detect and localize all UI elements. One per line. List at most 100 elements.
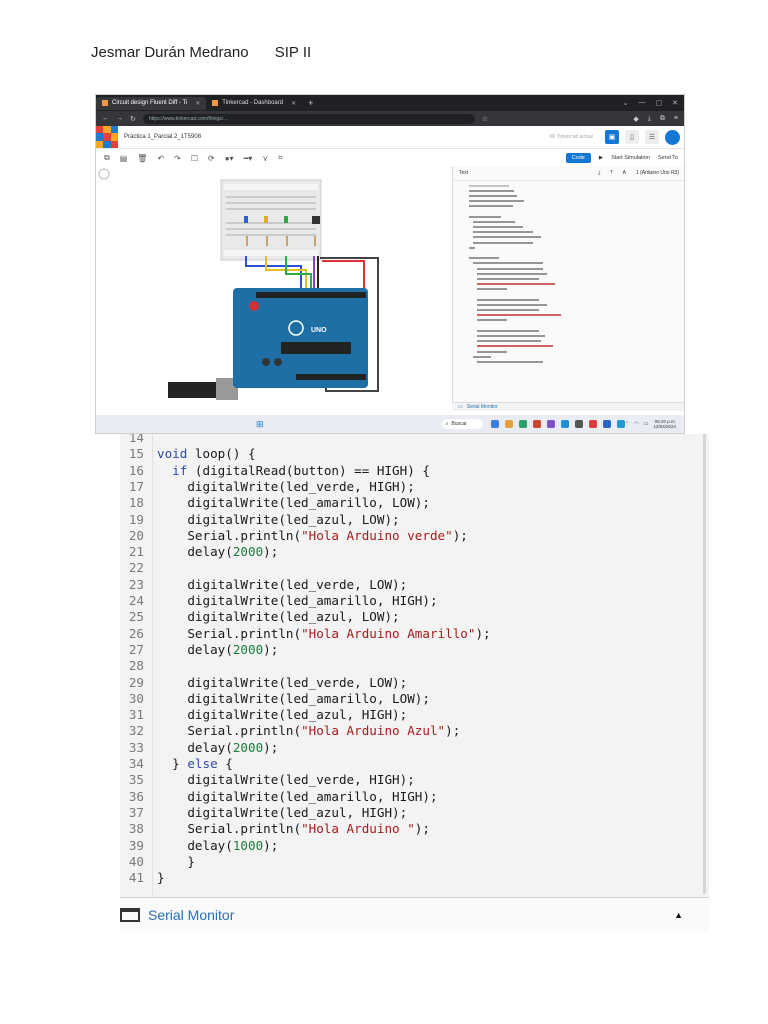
close-window-icon[interactable]: ✕ [672,100,678,107]
code-line: 26 Serial.println("Hola Arduino Amarillo… [120,626,706,642]
code-line: 31 digitalWrite(led_azul, HIGH); [120,707,706,723]
browser-tab-dashboard[interactable]: Tinkercad - Dashboard ✕ [206,97,302,110]
string-literal: "Hola Arduino verde" [301,527,453,543]
led-amarillo[interactable] [264,216,268,223]
pushbutton[interactable] [312,216,320,224]
code-line: 39 delay(1000); [120,838,706,854]
circuit-view-icon[interactable]: ▣ [605,130,619,144]
notes-icon[interactable]: ☐ [190,153,199,163]
wifi-icon[interactable]: ◠ [634,421,639,427]
windows-start-icon[interactable]: ⊞ [256,418,264,429]
serial-monitor-tab-small[interactable]: ▭ Serial Monitor [452,402,684,411]
editor-mode-select[interactable]: Text [459,170,469,176]
close-tab-icon[interactable]: ✕ [291,100,297,107]
redo-icon[interactable]: ↷ [174,153,181,163]
wire-type-icon[interactable]: ━▾ [243,153,253,163]
download-icon[interactable]: ⤓ [647,114,651,122]
circuit-workspace[interactable]: UNO [96,166,451,402]
schematic-view-icon[interactable]: ▯ [625,130,639,144]
download-code-icon[interactable]: ⤓ [598,170,601,176]
led-verde[interactable] [284,216,288,223]
code-button[interactable]: Code [565,153,591,163]
code-token: ); [475,625,491,641]
bookmark-star-icon[interactable]: ☆ [481,115,489,123]
paste-icon[interactable]: ▤ [119,153,128,163]
app-icon[interactable] [491,420,500,428]
upload-code-icon[interactable]: ⤒ [610,170,613,176]
undo-icon[interactable]: ↶ [157,153,165,163]
url-field[interactable]: https://www.tinkercad.com/things/... [142,113,475,124]
breadboard[interactable] [220,179,322,261]
code-token: } [157,870,165,886]
code-line: 32 Serial.println("Hola Arduino Azul"); [120,723,706,739]
code-line: 37 digitalWrite(led_azul, HIGH); [120,805,706,821]
rotate-icon[interactable]: ⟳ [208,153,215,163]
app-icon[interactable] [589,420,598,428]
close-tab-icon[interactable]: ✕ [195,100,201,107]
chevron-up-icon[interactable]: ⌃ [625,421,630,427]
code-text: Serial.println("Hola Arduino "); [157,821,430,837]
code-text: Serial.println("Hola Arduino verde"); [157,528,468,544]
menu-icon[interactable]: ≡ [673,114,678,122]
browser-tab-circuit[interactable]: Circuit design Fluent Diff - Ti ✕ [96,96,207,110]
app-icon[interactable] [603,420,612,428]
send-to-button[interactable]: Send To [657,155,678,161]
delete-icon[interactable]: 🗑 [137,153,148,163]
code-text: delay(2000); [157,544,278,560]
tinkercad-logo[interactable] [96,126,118,148]
app-icon[interactable] [519,420,528,428]
minimize-icon[interactable]: — [638,99,646,106]
led-azul[interactable] [244,216,248,223]
taskbar-search[interactable]: ⌕ Buscar [441,419,484,429]
reload-icon[interactable]: ↻ [130,115,136,123]
maximize-icon[interactable]: ▢ [655,100,663,107]
line-number: 26 [128,625,144,641]
app-icon[interactable] [547,420,556,428]
extensions-icon[interactable]: ⧉ [659,114,665,122]
new-tab-button[interactable]: + [308,98,314,108]
serial-monitor-icon [120,908,140,922]
code-editor-panel: Text ⤓ ⤒ A 1 (Arduino Uno R3) [452,166,684,402]
taskbar-clock[interactable]: 05:20 p.m. 12/04/2024 [653,419,676,430]
flip-icon[interactable]: ⋎ [262,153,269,163]
font-size-icon[interactable]: A [622,170,626,176]
app-icon[interactable] [561,420,570,428]
start-simulation-button[interactable]: Start Simulation [611,155,650,161]
clock-time: 05:20 p.m. [654,418,676,424]
zoom-fit-icon[interactable] [98,168,110,180]
copy-icon[interactable]: ⧉ [104,153,110,162]
document-header: Jesmar Durán Medrano SIP II [91,44,333,61]
battery-icon[interactable]: ▭ [643,421,649,427]
code-token: ); [263,739,279,755]
app-icon[interactable] [575,420,584,428]
gutter-separator [152,434,153,897]
play-icon[interactable]: ▶ [598,155,604,161]
line-number: 27 [128,641,144,657]
project-title[interactable]: Práctica 1_Parcial 2_1T5908 [124,134,202,140]
usb-cable [168,382,218,398]
avatar[interactable] [665,129,680,145]
app-icon[interactable] [533,420,542,428]
line-number: 19 [128,511,144,527]
back-icon[interactable]: ← [102,115,109,122]
string-literal: "Hola Arduino Azul" [301,723,446,739]
board-select[interactable]: 1 (Arduino Uno R3) [635,170,679,176]
expand-up-icon[interactable]: ▲ [674,910,683,920]
shield-icon[interactable]: ◆ [633,115,639,123]
line-number: 15 [128,446,144,462]
serial-monitor-bar[interactable]: Serial Monitor ▲ [120,897,709,931]
code-token: digitalWrite(led_amarillo, LOW); [157,495,430,511]
vertical-scrollbar[interactable] [703,434,706,894]
chevron-down-icon[interactable]: ⌄ [622,100,629,107]
app-icon[interactable] [505,420,514,428]
serial-monitor-label: Serial Monitor [148,907,235,923]
color-fill-icon[interactable]: ●▾ [224,153,234,163]
component-list-icon[interactable]: ☰ [645,130,659,144]
code-token: delay( [157,739,233,755]
tinkercad-header: Práctica 1_Parcial 2_1T5908 Mi Tinkercad… [96,126,684,149]
forward-icon[interactable]: → [116,115,123,122]
app-icon[interactable] [617,420,626,428]
ruler-icon[interactable]: ⌗ [278,153,283,162]
